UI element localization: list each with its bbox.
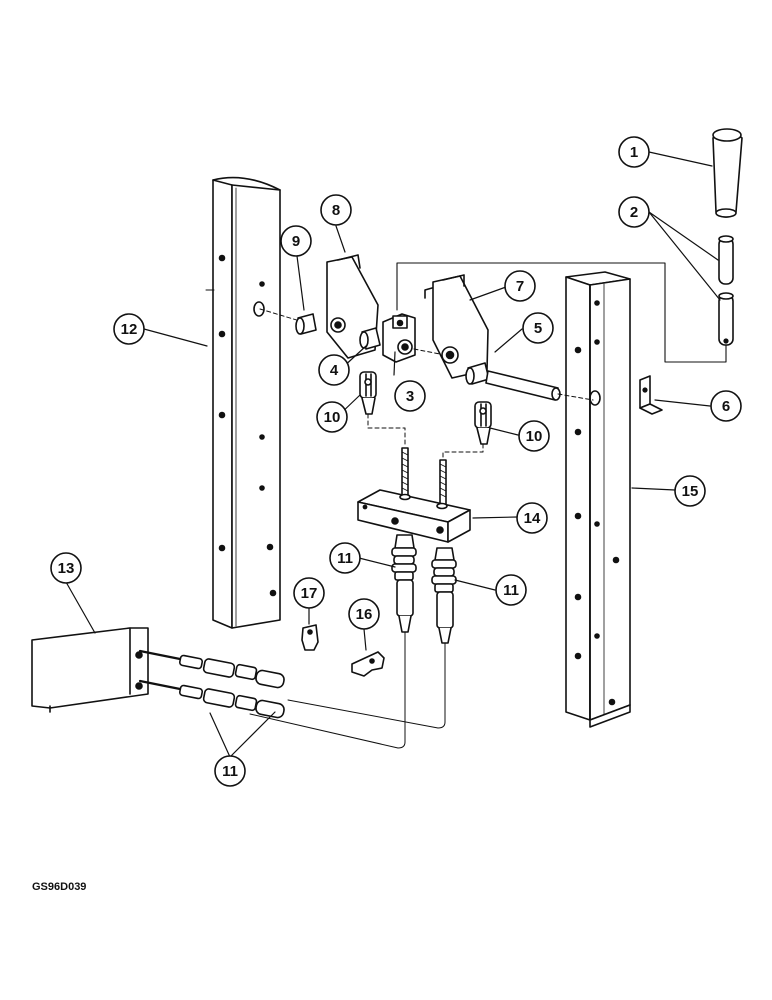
callout-7 xyxy=(504,270,536,302)
callout-9 xyxy=(280,225,312,257)
axis-line xyxy=(259,308,594,401)
callout-12 xyxy=(113,313,145,345)
callout-10a xyxy=(316,401,348,433)
part-9-spacer xyxy=(295,313,317,335)
figure-code: GS96D039 xyxy=(32,881,86,893)
part-14-block xyxy=(357,489,471,543)
callout-bubbles xyxy=(50,136,742,787)
callout-label-15: 15 xyxy=(682,483,699,500)
callout-label-10b: 10 xyxy=(526,428,543,445)
alignment-line xyxy=(396,262,727,363)
callout-8 xyxy=(320,194,352,226)
callout-label-10a: 10 xyxy=(324,409,341,426)
callout-label-3: 3 xyxy=(406,388,414,405)
part-11-cable-end-right xyxy=(287,547,457,729)
part-4-spacer xyxy=(359,327,381,350)
callout-label-4: 4 xyxy=(330,362,339,379)
part-17-clip xyxy=(301,624,319,651)
callout-label-14: 14 xyxy=(524,510,541,527)
part-11-lower-cables xyxy=(138,649,285,719)
part-10-left-clevis xyxy=(359,371,406,446)
callout-label-11c: 11 xyxy=(222,763,238,780)
callout-2 xyxy=(618,196,650,228)
callout-label-12: 12 xyxy=(121,321,138,338)
callout-1 xyxy=(618,136,650,168)
callout-5 xyxy=(522,312,554,344)
callout-label-16: 16 xyxy=(356,606,373,623)
callout-label-5: 5 xyxy=(534,320,542,337)
part-5-shaft xyxy=(465,362,561,401)
callout-labels: 1 2 3 4 5 6 7 8 9 10 10 11 11 11 12 13 1… xyxy=(58,144,731,780)
part-12-left-upright xyxy=(205,176,281,629)
callout-11a xyxy=(329,542,361,574)
part-6-clip xyxy=(639,375,663,415)
callout-label-13: 13 xyxy=(58,560,75,577)
part-16-clip xyxy=(351,651,385,677)
callout-label-11b: 11 xyxy=(503,582,519,599)
part-11-cable-end-left xyxy=(249,534,417,749)
callout-16 xyxy=(348,598,380,630)
callout-label-8: 8 xyxy=(332,202,340,219)
callout-label-6: 6 xyxy=(722,398,730,415)
callout-4 xyxy=(318,354,350,386)
callout-11b xyxy=(495,574,527,606)
callout-13 xyxy=(50,552,82,584)
leader-lines xyxy=(65,151,721,758)
part-10-right-clevis xyxy=(442,401,492,461)
callout-label-17: 17 xyxy=(301,585,318,602)
part-7-bracket xyxy=(424,274,489,379)
callout-15 xyxy=(674,475,706,507)
callout-label-9: 9 xyxy=(292,233,300,250)
callout-3 xyxy=(394,380,426,412)
part-15-right-upright xyxy=(565,271,631,728)
part-13-plate xyxy=(31,627,149,713)
part-3-clevis xyxy=(382,313,416,363)
callout-label-2: 2 xyxy=(630,204,638,221)
part-2-pins xyxy=(718,235,734,346)
callout-label-7: 7 xyxy=(516,278,524,295)
callout-6 xyxy=(710,390,742,422)
callout-label-11a: 11 xyxy=(337,550,353,567)
callout-11c xyxy=(214,755,246,787)
callout-14 xyxy=(516,502,548,534)
callout-17 xyxy=(293,577,325,609)
callout-label-1: 1 xyxy=(630,144,638,161)
part-1-knob xyxy=(712,128,743,218)
callout-10b xyxy=(518,420,550,452)
